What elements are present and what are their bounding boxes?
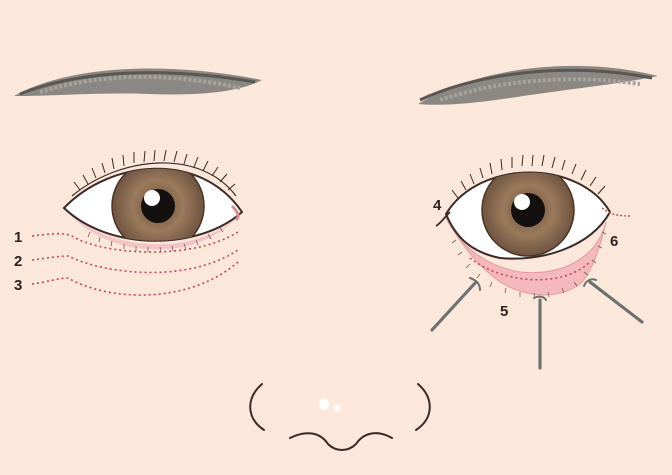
label-1: 1 bbox=[14, 229, 22, 246]
label-5: 5 bbox=[500, 303, 508, 320]
label-2: 2 bbox=[14, 253, 22, 270]
label-4: 4 bbox=[433, 197, 442, 214]
nose-highlight bbox=[319, 398, 329, 410]
label-3: 3 bbox=[14, 277, 22, 294]
nose-highlight-small bbox=[334, 404, 340, 412]
label-6: 6 bbox=[610, 233, 618, 250]
